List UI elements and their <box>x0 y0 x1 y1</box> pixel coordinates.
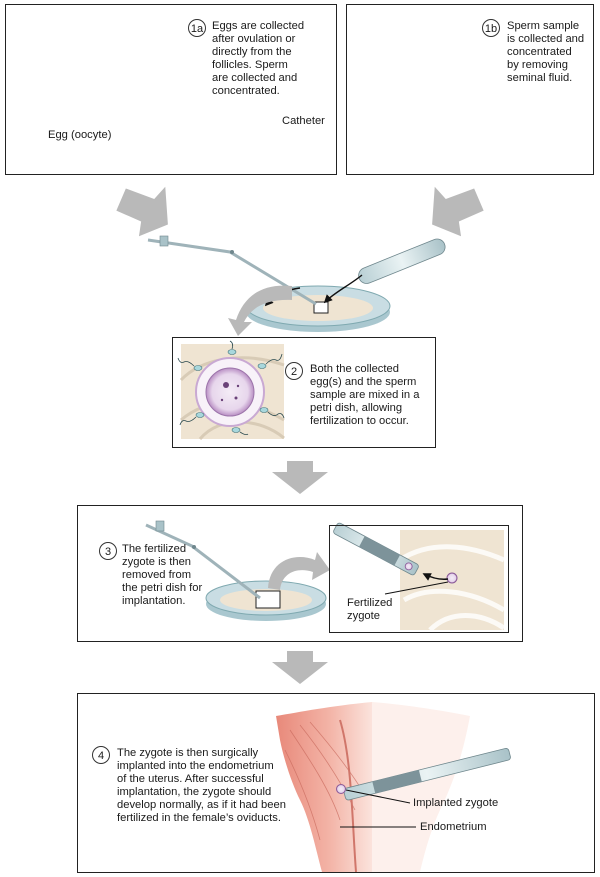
panel-4: 4 The zygote is then surgically implante… <box>77 693 595 873</box>
step-badge-1b: 1b <box>482 19 500 37</box>
step-badge-1a: 1a <box>188 19 206 37</box>
petri-dish-3 <box>205 580 327 621</box>
catheter-label: Catheter <box>282 115 325 127</box>
catheter-3 <box>333 522 419 576</box>
zoom-inset-3 <box>329 525 509 633</box>
step-badge-2: 2 <box>285 362 303 380</box>
step-2-text: Both the collected egg(s) and the sperm … <box>310 363 420 427</box>
curved-arrow-to-panel2 <box>228 285 292 336</box>
fertilization-illustration <box>177 340 285 440</box>
panel-2: 2 Both the collected egg(s) and the sper… <box>172 337 436 448</box>
pipette-3 <box>145 520 261 600</box>
step-badge-3: 3 <box>99 542 117 560</box>
step-1a-text: Eggs are collected after ovulation or di… <box>212 20 305 97</box>
panel-3: 3 The fertilized zygote is then removed … <box>77 505 523 642</box>
fertilized-zygote-label: Fertilized zygote <box>347 597 393 622</box>
uterus-illustration <box>276 702 470 873</box>
implanted-zygote-label: Implanted zygote <box>413 797 499 809</box>
step-arrow-2-3 <box>272 461 328 494</box>
egg-oocyte-label: Egg (oocyte) <box>48 129 112 141</box>
panel-1a: 1a Eggs are collected after ovulation or… <box>5 4 337 175</box>
sperm-tube-2 <box>358 238 446 284</box>
merge-arrow-right <box>432 186 484 237</box>
catheter-4 <box>343 748 511 801</box>
step-4-text: The zygote is then surgically implanted … <box>117 747 286 824</box>
step-3-text: The fertilized zygote is then removed fr… <box>122 543 203 607</box>
step-arrow-3-4 <box>272 651 328 684</box>
step-1b-text: Sperm sample is collected and concentrat… <box>507 20 585 84</box>
step-badge-4: 4 <box>92 746 110 764</box>
implanted-zygote <box>336 784 346 794</box>
fertilized-zygote <box>446 572 458 584</box>
panel-1b: 1b Sperm sample is collected and concent… <box>346 4 594 175</box>
curved-arrow-to-zoom <box>268 552 330 590</box>
endometrium-label: Endometrium <box>420 821 487 833</box>
merge-arrow-left <box>116 186 168 237</box>
